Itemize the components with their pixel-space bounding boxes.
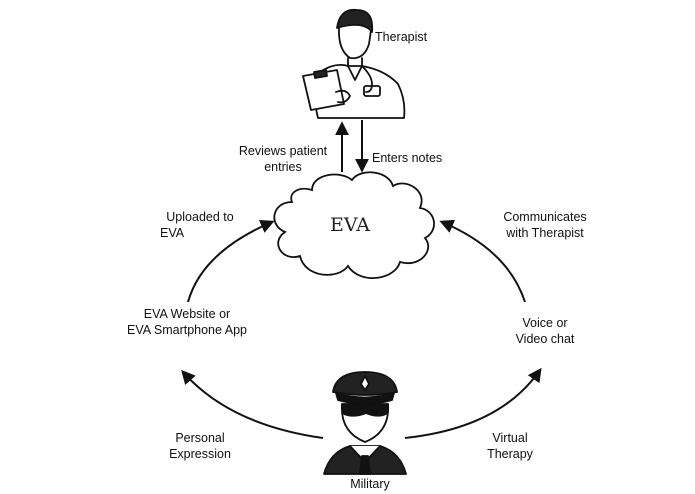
clipboard-clip xyxy=(313,69,328,79)
uploaded-label: Uploaded to EVA xyxy=(150,209,250,241)
cap-visor xyxy=(335,392,395,405)
therapist-label: Therapist xyxy=(375,30,428,44)
communicates-arrow xyxy=(439,219,526,303)
personal-label-line-1: Personal xyxy=(175,431,225,445)
eva-cloud xyxy=(273,171,435,279)
therapist-hand xyxy=(335,89,351,104)
virtual-therapy-arrow xyxy=(404,367,542,439)
sunglasses-icon xyxy=(341,403,389,417)
uploaded-label-line-2: EVA xyxy=(160,226,185,240)
reviews-label: Reviews patient entries xyxy=(228,143,338,175)
reviews-label-line-2: entries xyxy=(264,160,302,174)
therapist-neck xyxy=(347,57,363,67)
personal-label-line-2: Expression xyxy=(169,447,231,461)
virtual-label-line-2: Therapy xyxy=(487,447,533,461)
virtual-label-line-1: Virtual xyxy=(492,431,528,445)
tie-icon xyxy=(359,455,371,475)
website-label-line-1: EVA Website or xyxy=(143,307,231,321)
therapist-figure xyxy=(302,8,406,119)
therapist-pocket xyxy=(363,85,381,97)
enters-notes-label: Enters notes xyxy=(372,151,443,165)
military-face xyxy=(341,403,389,443)
voice-label-line-2: Video chat xyxy=(515,332,575,346)
voice-label-line-1: Voice or xyxy=(522,316,568,330)
eva-hub-label: EVA xyxy=(330,214,371,236)
military-figure xyxy=(323,371,407,475)
communicates-label-line-1: Communicates xyxy=(503,210,587,224)
therapist-face xyxy=(338,27,372,60)
virtual-therapy-label: Virtual Therapy xyxy=(470,430,550,462)
personal-expression-arrow xyxy=(181,369,324,439)
uploaded-arrow xyxy=(187,219,275,303)
therapist-collar xyxy=(347,65,363,81)
stethoscope-icon xyxy=(361,65,373,93)
communicates-label: Communicates with Therapist xyxy=(490,209,600,241)
voice-label: Voice or Video chat xyxy=(500,315,590,347)
website-label: EVA Website or EVA Smartphone App xyxy=(112,306,262,338)
military-label: Military xyxy=(350,477,390,491)
website-label-line-2: EVA Smartphone App xyxy=(127,323,247,337)
therapist-hair xyxy=(336,8,374,33)
cap-badge-icon xyxy=(360,375,370,391)
communicates-label-line-2: with Therapist xyxy=(506,226,584,240)
uploaded-label-line-1: Uploaded to xyxy=(166,210,234,224)
reviews-label-line-1: Reviews patient xyxy=(238,144,328,158)
personal-expression-label: Personal Expression xyxy=(160,430,240,462)
